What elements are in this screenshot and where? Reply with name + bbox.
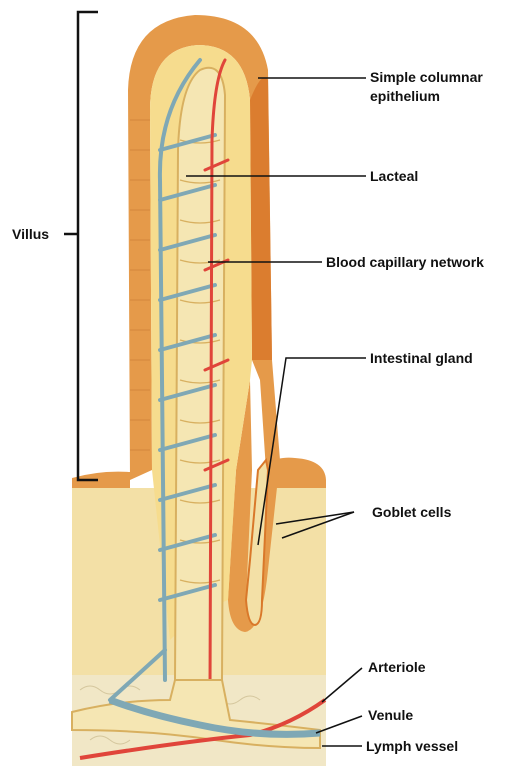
label-simple-columnar: Simple columnar: [370, 69, 483, 85]
label-arteriole: Arteriole: [368, 659, 426, 675]
label-lacteal: Lacteal: [370, 168, 418, 184]
villus-epithelium-right-dark: [250, 78, 272, 361]
label-venule: Venule: [368, 707, 413, 723]
label-epithelium: epithelium: [370, 88, 440, 104]
label-blood-capillary-network: Blood capillary network: [326, 254, 484, 270]
label-lymph-vessel: Lymph vessel: [366, 738, 458, 754]
label-villus: Villus: [12, 226, 49, 242]
villus-bracket: [64, 12, 98, 480]
label-goblet-cells: Goblet cells: [372, 504, 452, 520]
label-intestinal-gland: Intestinal gland: [370, 350, 473, 366]
